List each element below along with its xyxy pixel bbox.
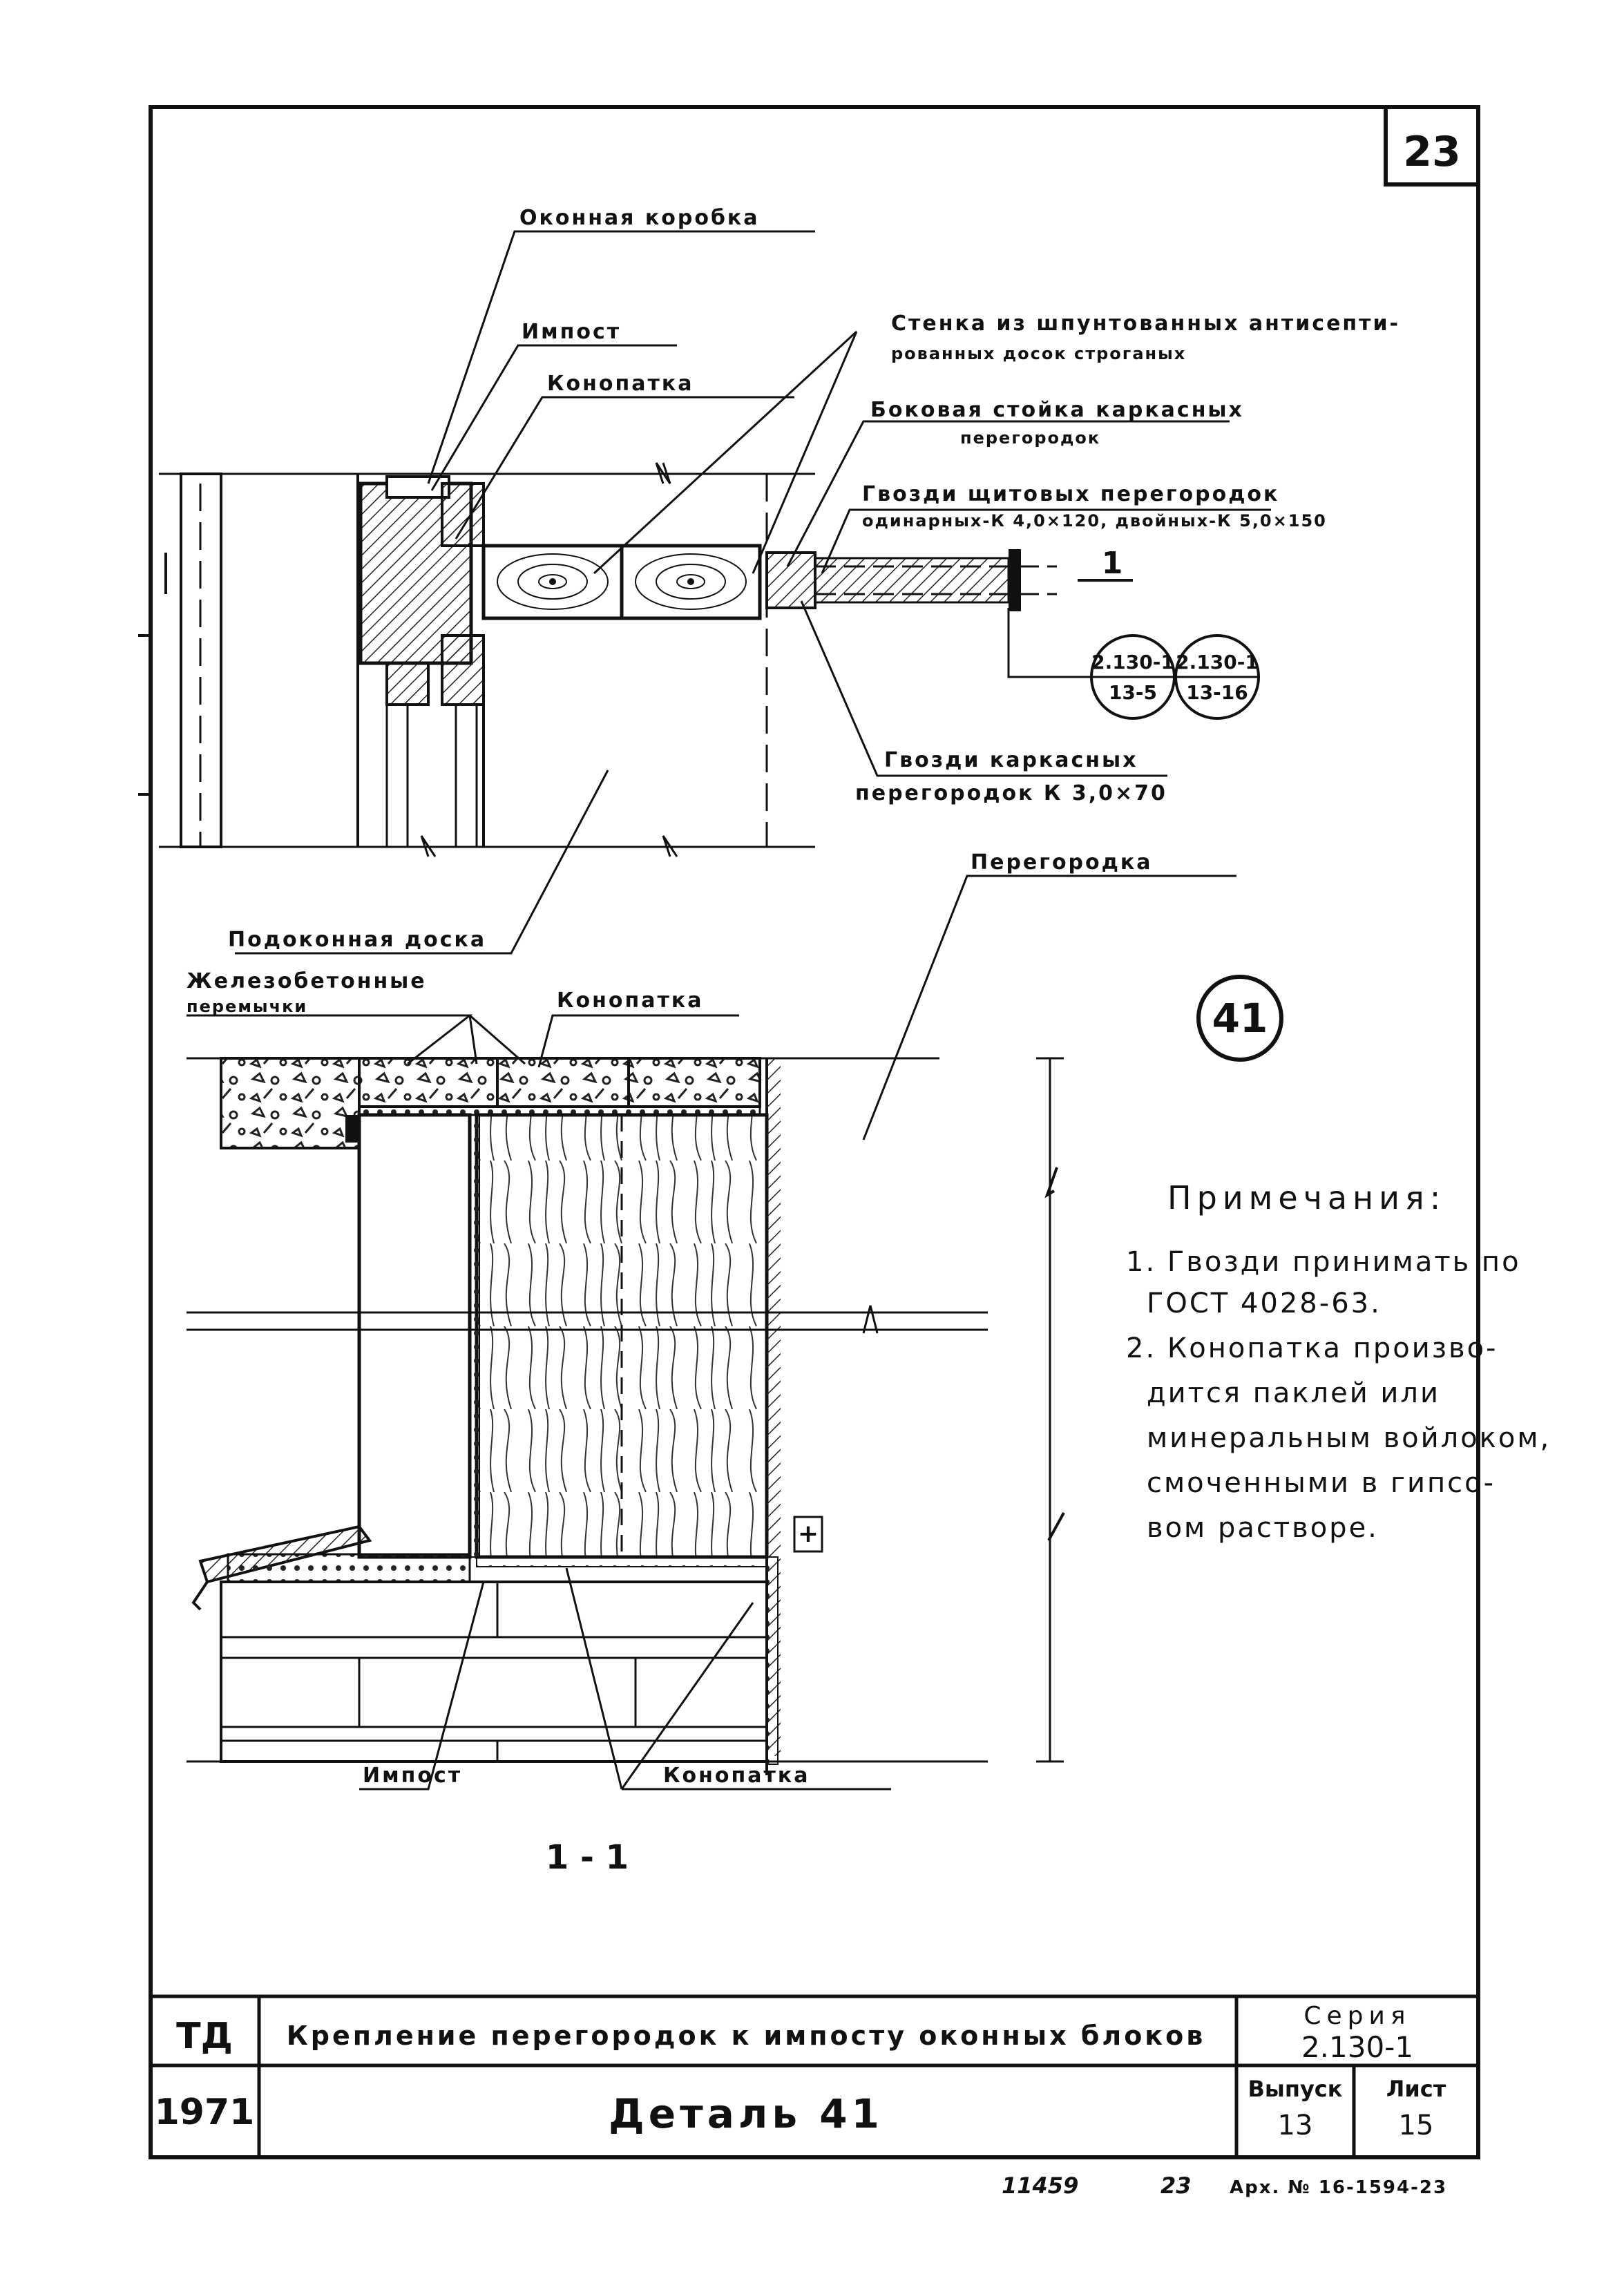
label-caulk-top: Конопатка bbox=[547, 372, 694, 396]
concrete-lintel-left bbox=[220, 1057, 361, 1149]
section-view: + bbox=[187, 1057, 1065, 1775]
notes-block: Примечания: 1. Гвозди принимать по ГОСТ … bbox=[1126, 1179, 1551, 1544]
label-sill-board: Подоконная доска bbox=[228, 928, 486, 952]
label-lintels-2: перемычки bbox=[187, 997, 307, 1016]
issue-label: Выпуск bbox=[1248, 2076, 1343, 2102]
series-label: Серия bbox=[1303, 2002, 1411, 2030]
frame-partition-plan bbox=[814, 557, 1010, 604]
notes-line-5: минеральным войлоком, bbox=[1147, 1422, 1551, 1454]
label-nails-shield-1: Гвозди щитовых перегородок bbox=[862, 482, 1279, 506]
section-caulk-vertical bbox=[469, 1114, 480, 1558]
ref-2-top: 2.130-1 bbox=[1176, 651, 1259, 674]
label-nails-shield-2: одинарных-К 4,0×120, двойных-К 5,0×150 bbox=[862, 511, 1327, 531]
notes-heading: Примечания: bbox=[1167, 1179, 1446, 1216]
label-caulk-bottom: Конопатка bbox=[663, 1764, 810, 1788]
title-year: 1971 bbox=[155, 2092, 255, 2133]
ref-bubble-1: 2.130-1 13-5 bbox=[1090, 634, 1176, 720]
ref-1-bottom: 13-5 bbox=[1109, 681, 1157, 704]
label-impost-top: Импост bbox=[522, 320, 621, 344]
impost-bottom bbox=[220, 1580, 768, 1763]
detail-number-circle: 41 bbox=[1196, 975, 1283, 1062]
label-nails-frame-1: Гвозди каркасных bbox=[884, 748, 1138, 772]
footer-handwritten-1: 11459 bbox=[1002, 2172, 1078, 2199]
ref-1-top: 2.130-1 bbox=[1091, 651, 1174, 674]
notes-line-4: дится паклей или bbox=[1147, 1377, 1440, 1409]
detail-number: 41 bbox=[1212, 995, 1268, 1042]
sheet-label: Лист bbox=[1386, 2076, 1446, 2102]
label-lintels-1: Железобетонные bbox=[187, 969, 427, 993]
title-org: ТД bbox=[176, 2016, 233, 2057]
title-main: Крепление перегородок к импосту оконных … bbox=[287, 2021, 1206, 2051]
sheet-frame bbox=[149, 105, 1480, 2159]
notes-line-1: 1. Гвозди принимать по bbox=[1126, 1246, 1521, 1278]
partition-leader bbox=[862, 875, 1236, 1140]
label-side-post-2: перегородок bbox=[960, 428, 1100, 448]
label-wall-boards-1: Стенка из шпунтованных антисепти- bbox=[891, 312, 1400, 336]
section-label: 1 - 1 bbox=[546, 1838, 629, 1877]
sheet-value: 15 bbox=[1399, 2110, 1434, 2141]
issue-value: 13 bbox=[1278, 2110, 1313, 2141]
svg-text:+: + bbox=[798, 1520, 819, 1548]
plan-view: 1 bbox=[159, 462, 1133, 857]
label-side-post-1: Боковая стойка каркасных bbox=[870, 398, 1244, 422]
label-partition: Перегородка bbox=[971, 850, 1152, 875]
sheet-number: 23 bbox=[1403, 128, 1461, 176]
ref-2-bottom: 13-16 bbox=[1186, 681, 1248, 704]
notes-line-2: ГОСТ 4028-63. bbox=[1147, 1288, 1382, 1319]
section-leaders bbox=[187, 1014, 891, 1790]
title-detail: Деталь 41 bbox=[609, 2090, 883, 2137]
section-mark: 1 bbox=[1102, 546, 1123, 581]
notes-line-6: смоченными в гипсо- bbox=[1147, 1467, 1496, 1499]
label-impost-bottom: Импост bbox=[363, 1764, 462, 1788]
ref-bubble-2: 2.130-1 13-16 bbox=[1174, 634, 1260, 720]
label-nails-frame-2: перегородок К 3,0×70 bbox=[855, 781, 1167, 805]
label-caulk-mid: Конопатка bbox=[557, 989, 703, 1013]
label-window-box: Оконная коробка bbox=[519, 206, 760, 230]
concrete-lintels-top bbox=[358, 1057, 761, 1108]
wall-board-2 bbox=[620, 544, 762, 620]
label-wall-boards-2: рованных досок строганых bbox=[891, 344, 1186, 363]
title-block bbox=[151, 1994, 1478, 2157]
notes-line-7: вом растворе. bbox=[1147, 1512, 1379, 1544]
wall-board-1 bbox=[481, 544, 624, 620]
plan-leaders bbox=[235, 230, 1271, 955]
footer-handwritten-2: 23 bbox=[1160, 2172, 1192, 2199]
notes-line-3: 2. Конопатка произво- bbox=[1126, 1333, 1498, 1364]
sheet-number-box: 23 bbox=[1384, 105, 1480, 187]
series-value: 2.130-1 bbox=[1301, 2030, 1413, 2064]
footer-archive: Арх. № 16-1594-23 bbox=[1230, 2177, 1447, 2198]
